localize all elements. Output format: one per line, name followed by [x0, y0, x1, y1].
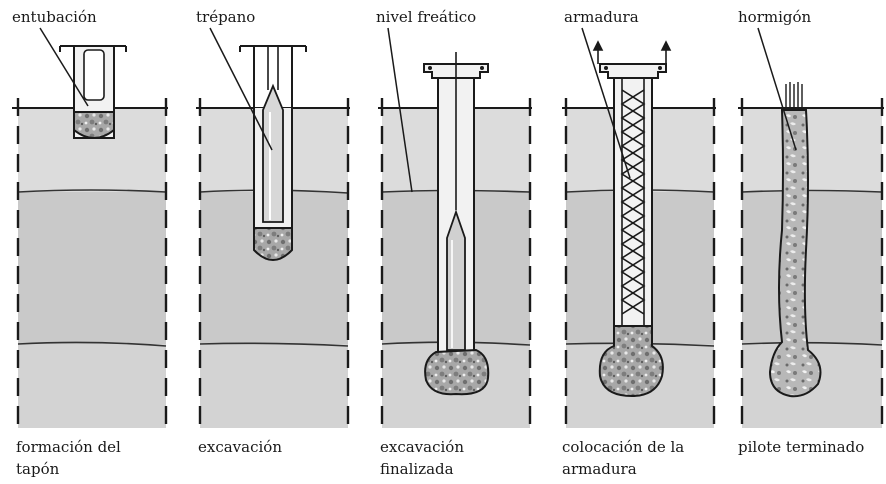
label-nivel-freatico: nivel freático: [376, 8, 476, 26]
caption-stage-2-line-1: excavación: [198, 438, 282, 456]
label-trepano: trépano: [196, 8, 255, 26]
caption-stage-5-line-1: pilote terminado: [738, 438, 864, 456]
caption-stage-1-line-1: formación del: [16, 438, 121, 456]
label-hormigon: hormigón: [738, 8, 812, 26]
lift-arrows: [594, 42, 670, 64]
caption-stage-3-line-2: finalizada: [380, 460, 454, 478]
caption-stage-3-line-1: excavación: [380, 438, 464, 456]
label-entubacion: entubación: [12, 8, 97, 26]
caption-stage-4-line-1: colocación de la: [562, 438, 684, 456]
soil-panel-1: [18, 108, 166, 428]
caption-stage-4-line-2: armadura: [562, 460, 637, 478]
caption-stage-1-line-2: tapón: [16, 460, 60, 478]
label-armadura: armadura: [564, 8, 639, 26]
stage-captions: formación del tapón excavación excavació…: [16, 438, 864, 478]
